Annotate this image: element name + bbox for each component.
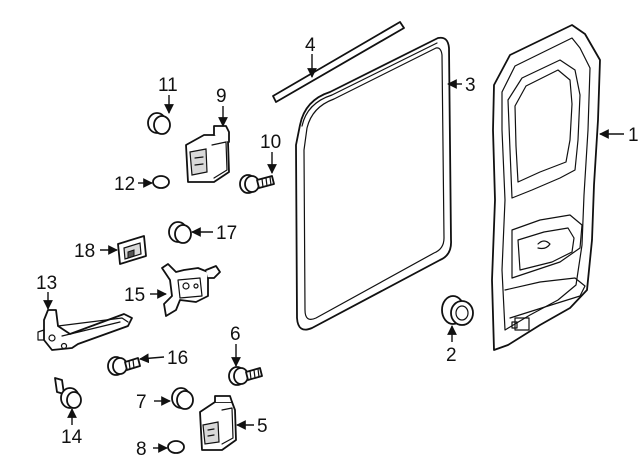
callout-12: 12 <box>114 174 135 195</box>
part-6-bolt <box>228 366 263 386</box>
part-10-bolt <box>239 174 275 194</box>
callout-5: 5 <box>257 416 268 437</box>
callout-8: 8 <box>136 439 147 460</box>
callout-4: 4 <box>305 35 316 56</box>
callout-labels: 1 2 3 4 5 6 7 8 9 10 11 12 13 14 15 16 1… <box>36 35 639 460</box>
callout-16: 16 <box>167 348 188 369</box>
callout-10: 10 <box>260 132 281 153</box>
part-16-bolt <box>107 356 141 376</box>
part-9-hinge <box>185 125 230 183</box>
callout-11: 11 <box>158 75 178 96</box>
part-2-bumper <box>441 295 474 326</box>
part-13-check-strap <box>37 309 133 351</box>
part-14-bolt <box>54 377 82 409</box>
part-15-latch <box>161 263 221 317</box>
callout-6: 6 <box>230 324 241 345</box>
leader-lines <box>43 54 624 453</box>
part-18-clip <box>117 235 147 265</box>
callout-7: 7 <box>136 392 147 413</box>
part-1-door-panel <box>491 24 601 351</box>
leader-16 <box>139 353 165 364</box>
callout-14: 14 <box>61 427 83 448</box>
part-4-trim-strip <box>272 21 405 103</box>
part-17-nut <box>168 221 192 244</box>
part-11-nut <box>147 112 171 135</box>
callout-18: 18 <box>74 241 95 262</box>
callout-2: 2 <box>446 345 457 366</box>
callout-15: 15 <box>124 285 145 306</box>
callout-1: 1 <box>628 125 639 146</box>
part-8-plug <box>167 440 185 454</box>
callout-13: 13 <box>36 273 57 294</box>
part-5-hinge <box>199 395 237 451</box>
part-3-weatherstrip <box>295 36 452 331</box>
part-7-nut <box>171 387 194 410</box>
part-12-plug <box>152 175 170 189</box>
callout-9: 9 <box>216 86 227 107</box>
callout-17: 17 <box>216 223 237 244</box>
callout-3: 3 <box>465 75 476 96</box>
